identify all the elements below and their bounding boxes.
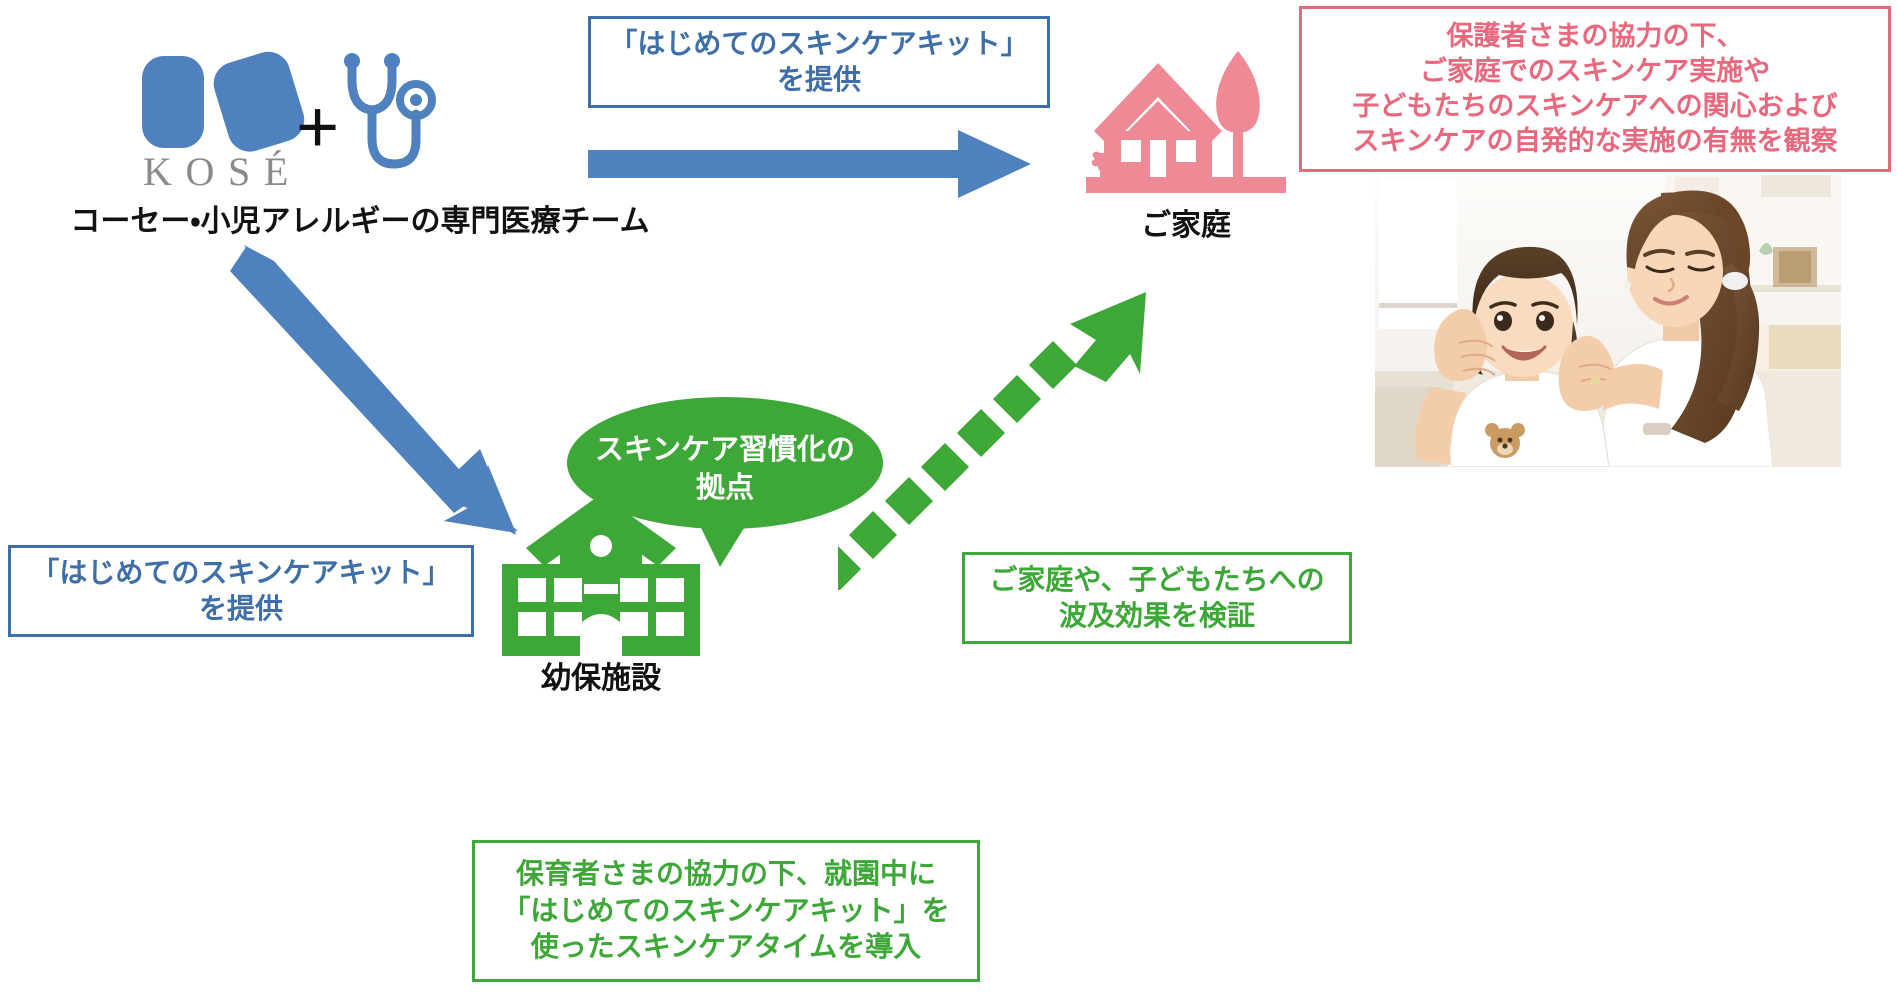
callout-kit-to-facility: 「はじめてのスキンケアキット」 を提供: [8, 545, 474, 637]
hub-speech-bubble: [565, 395, 885, 570]
callout-facility-program: 保育者さまの協力の下、就園中に 「はじめてのスキンケアキット」を 使ったスキンケ…: [472, 840, 980, 982]
facility-label: 幼保施設: [541, 662, 661, 695]
mother-and-child-skincare-photo: [1375, 175, 1841, 467]
school-building-icon: [496, 490, 706, 660]
home-label: ご家庭: [1141, 209, 1231, 242]
kose-team-label: コーセー・小児アレルギーの専門医療チーム: [70, 205, 650, 238]
house-with-tree-icon: [1086, 45, 1286, 200]
kose-logo-icon: [140, 48, 310, 158]
kose-wordmark: KOSÉ: [143, 149, 302, 194]
plus-sign: +: [296, 85, 340, 168]
callout-ripple-effect: ご家庭や、子どもたちへの 波及効果を検証: [962, 552, 1352, 644]
callout-home-observation: 保護者さまの協力の下、 ご家庭でのスキンケア実施や 子どもたちのスキンケアへの関…: [1299, 6, 1891, 172]
green-dashed-arrow: [812, 290, 1148, 594]
callout-kit-to-home: 「はじめてのスキンケアキット」 を提供: [588, 16, 1050, 108]
stethoscope-icon: [340, 52, 460, 182]
blue-diagonal-arrow: [230, 245, 550, 535]
blue-horizontal-arrow: [588, 128, 1033, 200]
